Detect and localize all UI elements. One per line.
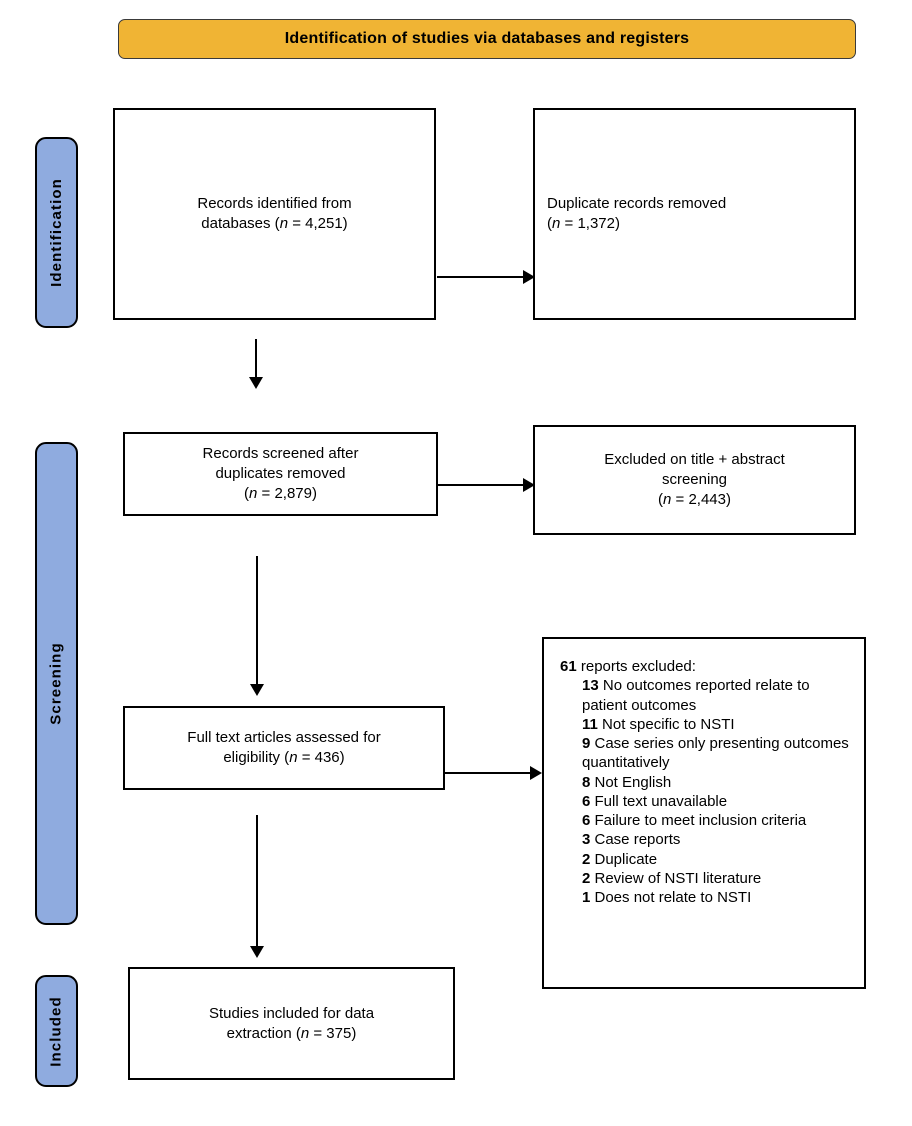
fulltext-line2-suffix: = 436) <box>297 749 345 766</box>
fulltext-n: n <box>289 749 298 766</box>
list-item: 9 Case series only presenting outcomes q… <box>582 734 854 773</box>
list-item: 3 Case reports <box>582 830 854 849</box>
reasons-heading-text: reports excluded: <box>576 658 696 675</box>
arrowhead-fulltext-to-reasons <box>530 766 542 780</box>
reason-count: 1 <box>582 889 591 907</box>
list-item: 13 No outcomes reported relate to patien… <box>582 676 854 715</box>
reason-count: 9 <box>582 735 591 753</box>
reason-text: Duplicate <box>590 850 658 868</box>
reason-text: Not specific to NSTI <box>597 715 735 733</box>
box-records-identified-text: Records identified from databases (n = 4… <box>197 194 351 234</box>
screened-line3-suffix: = 2,879) <box>257 484 317 502</box>
excluded-ta-line3-prefix: ( <box>658 490 663 508</box>
fulltext-line1: Full text articles assessed for <box>187 729 381 747</box>
box-fulltext-assessed: Full text articles assessed for eligibil… <box>123 706 445 790</box>
screened-line2: duplicates removed <box>215 465 346 483</box>
duplicates-line2-suffix: = 1,372) <box>560 215 620 232</box>
excluded-ta-line3-suffix: = 2,443) <box>671 490 731 508</box>
duplicates-n: n <box>552 215 561 232</box>
arrowhead-fulltext-to-included <box>250 946 264 958</box>
box-records-identified: Records identified from databases (n = 4… <box>113 108 436 320</box>
box-records-screened-text: Records screened after duplicates remove… <box>203 444 359 504</box>
reason-count: 2 <box>582 850 591 868</box>
list-item: 6 Full text unavailable <box>582 792 854 811</box>
box-excluded-title-abstract: Excluded on title + abstract screening (… <box>533 425 856 535</box>
list-item: 1 Does not relate to NSTI <box>582 888 854 907</box>
stage-label-included: Included <box>48 995 66 1067</box>
reason-text: Does not relate to NSTI <box>590 889 752 907</box>
reason-text: Case reports <box>590 831 681 849</box>
duplicates-line1: Duplicate records removed <box>547 195 727 213</box>
reason-text: Case series only presenting outcomes qua… <box>582 735 849 772</box>
reason-count: 11 <box>582 715 598 733</box>
arrowhead-screened-to-excluded <box>523 478 535 492</box>
connector-screened-to-excluded <box>437 484 525 487</box>
connector-identified-to-screened <box>255 339 258 379</box>
connector-fulltext-to-included <box>256 815 259 948</box>
list-item: 8 Not English <box>582 773 854 792</box>
box-studies-included: Studies included for data extraction (n … <box>128 967 455 1080</box>
box-fulltext-assessed-text: Full text articles assessed for eligibil… <box>187 728 380 768</box>
records-identified-line2-suffix: = 4,251) <box>288 215 348 232</box>
reason-count: 6 <box>582 792 591 810</box>
connector-screened-to-fulltext <box>256 556 259 686</box>
box-duplicate-records-text: Duplicate records removed (n = 1,372) <box>547 194 726 234</box>
screened-line1: Records screened after <box>202 445 359 463</box>
box-excluded-title-abstract-text: Excluded on title + abstract screening (… <box>604 450 785 510</box>
stage-bar-screening: Screening <box>35 442 78 925</box>
list-item: 11 Not specific to NSTI <box>582 715 854 734</box>
reason-count: 8 <box>582 773 591 791</box>
stage-label-identification: Identification <box>48 178 66 287</box>
reason-text: Full text unavailable <box>590 792 728 810</box>
excluded-ta-n: n <box>663 490 672 508</box>
included-line2-suffix: = 375) <box>309 1024 357 1042</box>
fulltext-line2-prefix: eligibility ( <box>223 749 290 766</box>
excluded-ta-line1: Excluded on title + abstract <box>604 451 785 469</box>
records-identified-line2-prefix: databases ( <box>201 215 280 232</box>
box-records-screened: Records screened after duplicates remove… <box>123 432 438 516</box>
screened-n: n <box>249 484 258 502</box>
list-item: 6 Failure to meet inclusion criteria <box>582 811 854 830</box>
list-item: 2 Duplicate <box>582 850 854 869</box>
arrowhead-identified-to-duplicates <box>523 270 535 284</box>
duplicates-line2-prefix: ( <box>547 215 552 232</box>
reason-count: 2 <box>582 869 591 887</box>
reason-count: 3 <box>582 831 591 849</box>
stage-bar-included: Included <box>35 975 78 1087</box>
list-item: 2 Review of NSTI literature <box>582 869 854 888</box>
included-line2-prefix: extraction ( <box>226 1024 301 1042</box>
reason-text: Failure to meet inclusion criteria <box>590 812 807 830</box>
included-n: n <box>300 1024 310 1042</box>
box-duplicate-records-removed: Duplicate records removed (n = 1,372) <box>533 108 856 320</box>
reasons-heading: 61 reports excluded: <box>560 657 854 676</box>
diagram-header-banner: Identification of studies via databases … <box>118 19 856 59</box>
screened-line3-prefix: ( <box>244 484 249 502</box>
records-identified-n: n <box>279 215 289 232</box>
arrowhead-identified-to-screened <box>249 377 263 389</box>
records-identified-line1: Records identified from <box>197 195 352 213</box>
reason-text: Review of NSTI literature <box>590 869 762 887</box>
connector-fulltext-to-reasons <box>444 772 532 775</box>
reason-text: Not English <box>590 773 672 791</box>
stage-bar-identification: Identification <box>35 137 78 328</box>
box-reports-excluded-reasons: 61 reports excluded: 13 No outcomes repo… <box>542 637 866 989</box>
reasons-total-count: 61 <box>560 658 577 675</box>
reason-count: 6 <box>582 812 591 830</box>
box-studies-included-text: Studies included for data extraction (n … <box>209 1004 374 1044</box>
reasons-list: 13 No outcomes reported relate to patien… <box>560 676 854 907</box>
stage-label-screening: Screening <box>48 642 65 725</box>
reason-count: 13 <box>582 677 599 695</box>
included-line1: Studies included for data <box>208 1004 375 1022</box>
diagram-title: Identification of studies via databases … <box>284 30 690 47</box>
excluded-ta-line2: screening <box>661 471 728 489</box>
reason-text: No outcomes reported relate to patient o… <box>582 677 810 714</box>
connector-identified-to-duplicates <box>437 276 525 279</box>
arrowhead-screened-to-fulltext <box>250 684 264 696</box>
